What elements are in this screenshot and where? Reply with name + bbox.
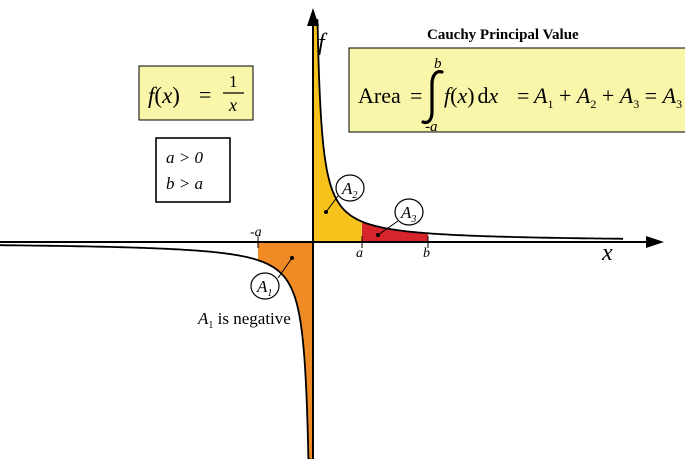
curve-left-branch — [0, 244, 311, 459]
y-axis-arrowhead — [307, 8, 319, 26]
function-denominator: x — [228, 95, 237, 115]
callout-a2-circle — [335, 174, 365, 202]
tick-a-label: a — [356, 246, 363, 261]
conditions-box — [155, 137, 231, 203]
formula-equals-1: = — [410, 83, 422, 108]
a1-negative-note: A1 is negative — [197, 309, 291, 331]
y-axis-label: f — [318, 30, 328, 56]
x-axis-arrowhead — [646, 236, 664, 248]
region-a1-fill — [258, 242, 313, 459]
callout-a1-letter: A1 — [256, 277, 272, 299]
function-equals: = — [199, 82, 211, 107]
formula-integrand: f(x)dx — [444, 83, 499, 108]
callout-a1-circle — [250, 272, 280, 300]
region-a2-fill — [313, 20, 362, 242]
curve-right-branch — [316, 19, 623, 240]
integral-upper-limit: b — [434, 56, 442, 72]
x-axis-label: x — [601, 240, 613, 266]
function-lhs: f(x) — [148, 83, 180, 108]
tick-neg-a-label: -a — [250, 225, 262, 240]
callout-a3-dot — [376, 233, 380, 237]
formula-area-label: Area — [358, 83, 401, 108]
callout-a1-dot — [290, 256, 294, 260]
formula-title: Cauchy Principal Value — [427, 27, 579, 43]
integral-sign — [421, 70, 444, 125]
callout-a3-leader — [377, 220, 399, 236]
integral-lower-limit: -a — [425, 119, 438, 135]
formula-box — [348, 47, 685, 133]
tick-b-label: b — [423, 246, 430, 261]
callout-a2-dot — [324, 210, 328, 214]
formula-equals-2: = — [517, 83, 529, 108]
callout-a2-letter: A2 — [341, 179, 357, 201]
callout-a3-circle — [394, 198, 424, 226]
callout-a1-leader — [277, 257, 293, 279]
formula-sum: A1 + A2 + A3 = A3 — [532, 83, 682, 113]
condition-2: b > a — [166, 174, 203, 193]
callout-a2-leader — [325, 195, 339, 213]
callout-a3-letter: A3 — [400, 203, 416, 225]
function-numerator: 1 — [229, 72, 238, 91]
condition-1: a > 0 — [166, 148, 203, 167]
